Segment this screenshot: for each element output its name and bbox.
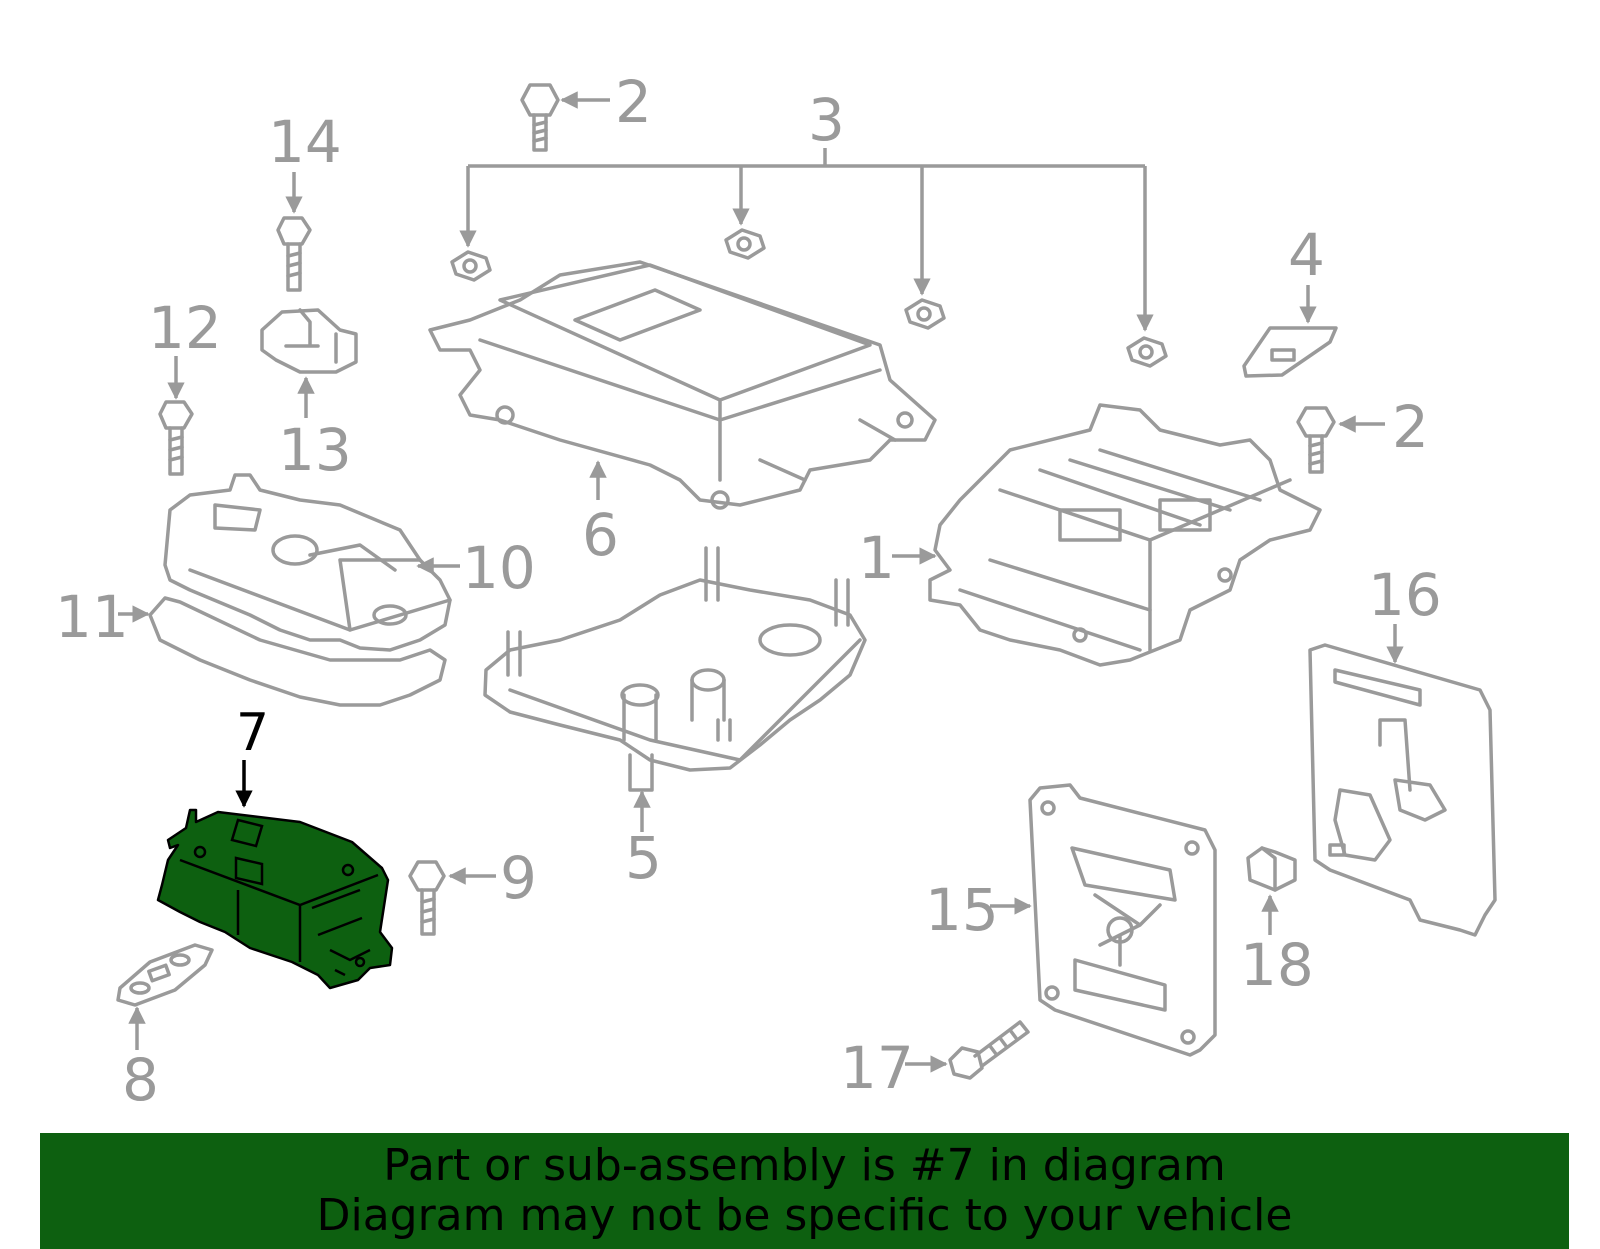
callout-12: 12 (148, 294, 222, 362)
callout-11: 11 (55, 583, 129, 651)
callout-17: 17 (840, 1034, 914, 1102)
part-7-module-highlighted (156, 808, 394, 990)
part-12-bolt (158, 400, 194, 476)
part-9-bolt (408, 860, 446, 936)
callout-15: 15 (925, 876, 999, 944)
part-17-bolt (948, 1020, 1030, 1080)
part-2-bolt-top (520, 83, 560, 152)
callout-16: 16 (1368, 561, 1442, 629)
callout-5: 5 (625, 824, 662, 892)
part-3-nuts (450, 228, 1168, 368)
callout-10: 10 (462, 534, 536, 602)
part-1-inverter (928, 403, 1322, 667)
callout-8: 8 (122, 1046, 159, 1114)
part-5-bracket (483, 546, 867, 792)
callout-6: 6 (582, 501, 619, 569)
callout-3: 3 (808, 86, 845, 154)
part-11-gasket (148, 596, 447, 707)
part-8-gasket (116, 943, 214, 1007)
callout-7: 7 (236, 703, 269, 763)
part-6-upper-housing (428, 260, 937, 510)
leader-3-bracket (459, 148, 1154, 332)
callout-2-right: 2 (1392, 393, 1429, 461)
callout-2-top: 2 (615, 68, 652, 136)
banner-line-1: Part or sub-assembly is #7 in diagram (383, 1140, 1226, 1191)
callout-1: 1 (858, 524, 895, 592)
callout-9: 9 (500, 844, 537, 912)
part-13-sensor (260, 308, 358, 374)
callout-13: 13 (278, 416, 352, 484)
part-10-cover (163, 473, 452, 652)
banner-line-2: Diagram may not be specific to your vehi… (316, 1190, 1293, 1241)
part-14-bolt (276, 216, 312, 292)
part-18-clip (1246, 846, 1297, 892)
part-15-module (1028, 783, 1217, 1057)
part-4-gasket (1242, 326, 1338, 378)
part-2-bolt-right (1296, 406, 1336, 474)
callout-4: 4 (1288, 221, 1325, 289)
info-banner: Part or sub-assembly is #7 in diagram Di… (40, 1133, 1569, 1249)
callout-14: 14 (268, 108, 342, 176)
callout-18: 18 (1240, 931, 1314, 999)
part-16-control-board (1308, 643, 1497, 937)
